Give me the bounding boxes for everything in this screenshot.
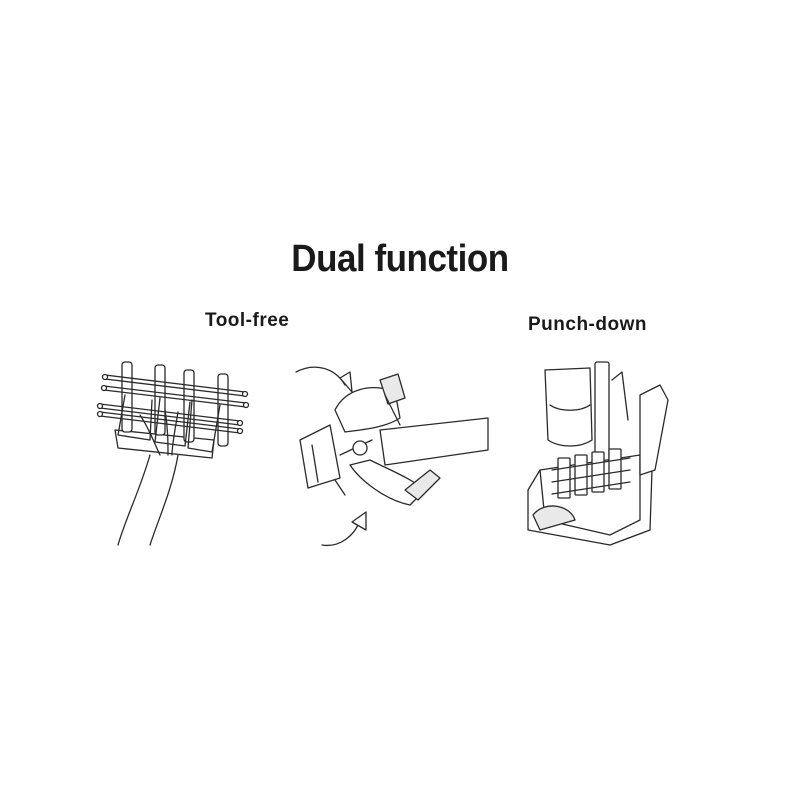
- punch-down-tool-icon: [527, 361, 669, 546]
- tool-free-label: Tool-free: [205, 310, 290, 331]
- wire-termination-icon: [96, 361, 250, 546]
- punch-down-label: Punch-down: [528, 314, 647, 335]
- rotate-arrow-icon: [295, 366, 367, 547]
- page-title: Dual function: [291, 238, 509, 280]
- keystone-jack-clamp-icon: [295, 366, 489, 547]
